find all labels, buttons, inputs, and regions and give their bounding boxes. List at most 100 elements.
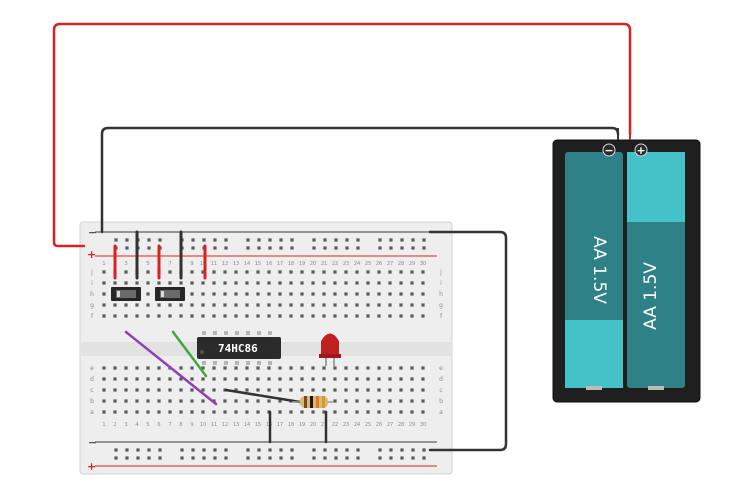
breadboard-hole[interactable] [113, 377, 117, 381]
breadboard-hole[interactable] [158, 456, 162, 460]
breadboard-hole[interactable] [323, 238, 327, 242]
breadboard-hole[interactable] [389, 448, 393, 452]
breadboard-hole[interactable] [411, 246, 415, 250]
green-wire-switch-to-chip[interactable] [171, 330, 208, 378]
breadboard-hole[interactable] [289, 366, 293, 370]
breadboard-hole[interactable] [224, 238, 228, 242]
breadboard-hole[interactable] [168, 399, 172, 403]
breadboard-hole[interactable] [168, 270, 172, 274]
breadboard-hole[interactable] [366, 366, 370, 370]
breadboard-hole[interactable] [410, 292, 414, 296]
breadboard-hole[interactable] [378, 246, 382, 250]
breadboard-hole[interactable] [135, 366, 139, 370]
breadboard-hole[interactable] [146, 388, 150, 392]
breadboard-hole[interactable] [212, 281, 216, 285]
breadboard-hole[interactable] [179, 303, 183, 307]
breadboard-hole[interactable] [300, 410, 304, 414]
breadboard-hole[interactable] [223, 399, 227, 403]
breadboard-hole[interactable] [333, 303, 337, 307]
breadboard-hole[interactable] [114, 456, 118, 460]
breadboard-hole[interactable] [201, 377, 205, 381]
breadboard-hole[interactable] [245, 399, 249, 403]
breadboard-hole[interactable] [234, 399, 238, 403]
breadboard-hole[interactable] [356, 246, 360, 250]
breadboard-hole[interactable] [168, 410, 172, 414]
breadboard-hole[interactable] [245, 377, 249, 381]
breadboard-hole[interactable] [190, 270, 194, 274]
breadboard-hole[interactable] [410, 314, 414, 318]
breadboard-hole[interactable] [422, 456, 426, 460]
breadboard-hole[interactable] [344, 303, 348, 307]
breadboard-hole[interactable] [422, 448, 426, 452]
breadboard-hole[interactable] [212, 377, 216, 381]
breadboard-hole[interactable] [388, 388, 392, 392]
breadboard-hole[interactable] [157, 314, 161, 318]
breadboard-hole[interactable] [146, 399, 150, 403]
breadboard-hole[interactable] [102, 366, 106, 370]
breadboard-hole[interactable] [421, 314, 425, 318]
breadboard-hole[interactable] [311, 270, 315, 274]
breadboard-hole[interactable] [366, 281, 370, 285]
breadboard-hole[interactable] [190, 410, 194, 414]
breadboard-hole[interactable] [278, 410, 282, 414]
breadboard-hole[interactable] [421, 281, 425, 285]
breadboard-hole[interactable] [256, 366, 260, 370]
breadboard-hole[interactable] [344, 281, 348, 285]
breadboard-hole[interactable] [102, 292, 106, 296]
breadboard-hole[interactable] [399, 270, 403, 274]
breadboard-hole[interactable] [191, 456, 195, 460]
breadboard-hole[interactable] [300, 303, 304, 307]
breadboard-hole[interactable] [256, 388, 260, 392]
breadboard-hole[interactable] [389, 246, 393, 250]
breadboard-hole[interactable] [114, 238, 118, 242]
breadboard-hole[interactable] [322, 388, 326, 392]
breadboard-hole[interactable] [246, 448, 250, 452]
breadboard-hole[interactable] [333, 281, 337, 285]
breadboard-hole[interactable] [410, 399, 414, 403]
breadboard-hole[interactable] [322, 270, 326, 274]
breadboard-hole[interactable] [355, 388, 359, 392]
breadboard-hole[interactable] [201, 303, 205, 307]
battery-plus-terminal[interactable] [634, 143, 648, 157]
breadboard-hole[interactable] [377, 410, 381, 414]
breadboard-hole[interactable] [300, 314, 304, 318]
breadboard-hole[interactable] [245, 314, 249, 318]
breadboard-hole[interactable] [278, 377, 282, 381]
breadboard-hole[interactable] [388, 366, 392, 370]
breadboard-hole[interactable] [168, 314, 172, 318]
breadboard-hole[interactable] [158, 238, 162, 242]
breadboard-hole[interactable] [323, 448, 327, 452]
breadboard-hole[interactable] [400, 448, 404, 452]
breadboard-hole[interactable] [124, 366, 128, 370]
breadboard-hole[interactable] [256, 377, 260, 381]
breadboard-hole[interactable] [400, 246, 404, 250]
breadboard-hole[interactable] [256, 410, 260, 414]
breadboard-hole[interactable] [333, 270, 337, 274]
breadboard-hole[interactable] [224, 456, 228, 460]
breadboard-hole[interactable] [223, 366, 227, 370]
breadboard-hole[interactable] [311, 388, 315, 392]
breadboard-hole[interactable] [190, 292, 194, 296]
breadboard-hole[interactable] [300, 366, 304, 370]
breadboard-hole[interactable] [421, 292, 425, 296]
breadboard-hole[interactable] [157, 303, 161, 307]
breadboard-hole[interactable] [190, 399, 194, 403]
breadboard-hole[interactable] [388, 292, 392, 296]
breadboard-hole[interactable] [245, 303, 249, 307]
breadboard-hole[interactable] [278, 292, 282, 296]
breadboard-hole[interactable] [289, 281, 293, 285]
breadboard-hole[interactable] [312, 456, 316, 460]
breadboard-hole[interactable] [256, 270, 260, 274]
breadboard-hole[interactable] [179, 314, 183, 318]
breadboard-hole[interactable] [377, 314, 381, 318]
breadboard-hole[interactable] [223, 410, 227, 414]
breadboard-hole[interactable] [422, 246, 426, 250]
breadboard-hole[interactable] [278, 399, 282, 403]
breadboard-hole[interactable] [234, 303, 238, 307]
breadboard-hole[interactable] [202, 448, 206, 452]
breadboard-hole[interactable] [257, 246, 261, 250]
breadboard-hole[interactable] [202, 238, 206, 242]
breadboard-hole[interactable] [344, 366, 348, 370]
breadboard-hole[interactable] [366, 410, 370, 414]
breadboard-hole[interactable] [136, 448, 140, 452]
